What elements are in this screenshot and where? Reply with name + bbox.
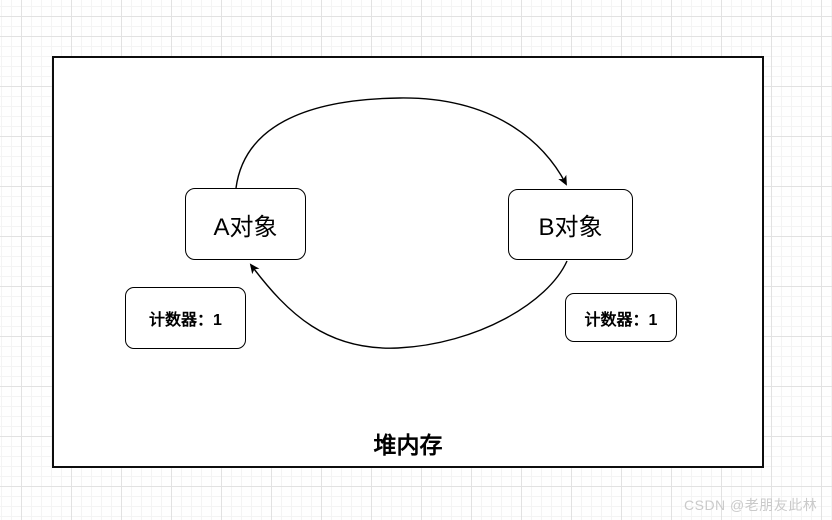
counter-b-box: 计数器：1 [565,293,677,342]
counter-b-label: 计数器：1 [584,311,658,329]
heap-memory-container [52,56,764,468]
node-a-label: A对象 [213,213,278,241]
node-b-label: B对象 [538,214,603,241]
csdn-watermark: CSDN @老朋友此林 [684,497,818,513]
counter-a-box: 计数器：1 [125,287,246,349]
heap-memory-label: 堆内存 [373,432,443,458]
node-a-object: A对象 [185,188,306,260]
node-b-object: B对象 [508,189,633,260]
counter-a-label: 计数器：1 [149,312,222,329]
